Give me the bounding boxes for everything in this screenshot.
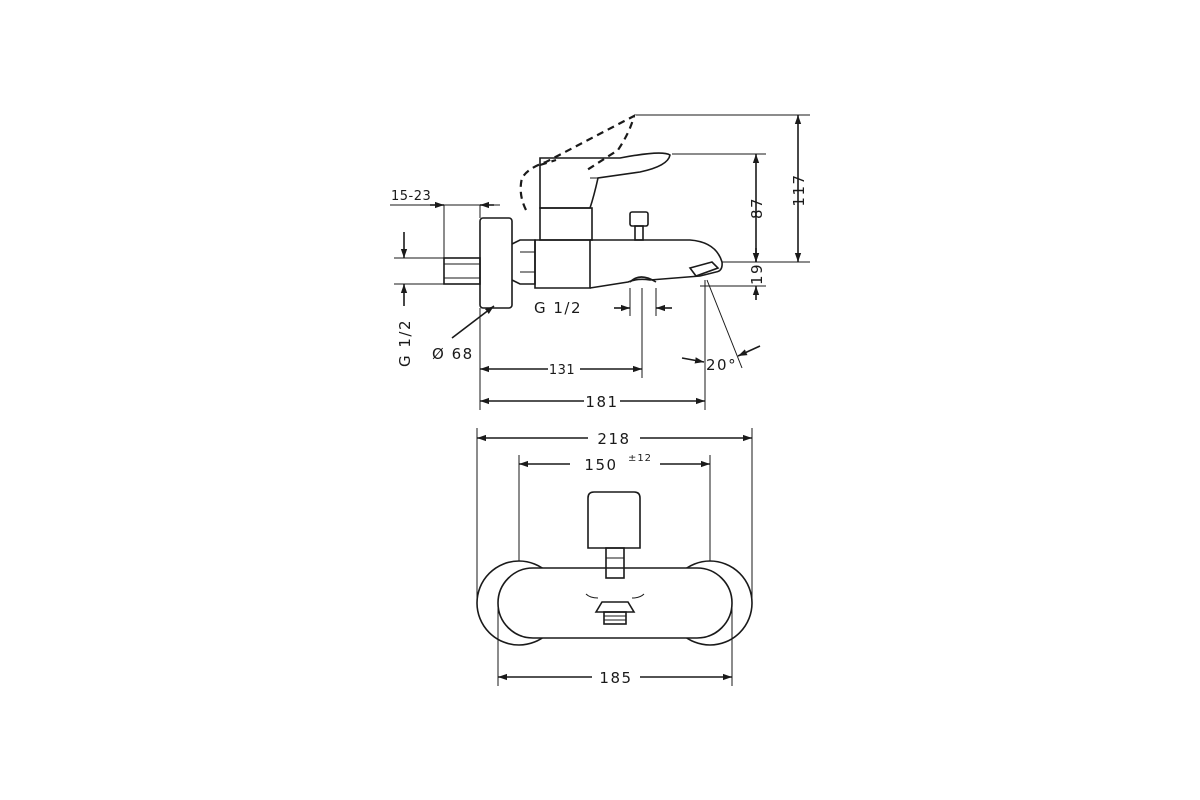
dim-centres: 150 <box>584 456 617 474</box>
dim-wall-offset: 15-23 <box>391 189 431 204</box>
diverter-knob <box>629 211 649 227</box>
dim-height-spout: 19 <box>748 263 766 285</box>
dim-spout-depth: 181 <box>585 393 618 411</box>
wall-rosette <box>479 217 513 309</box>
dim-rosette-diameter: Ø 68 <box>432 345 474 363</box>
lever-handle <box>539 152 671 209</box>
dim-centres-tolerance: ±12 <box>628 453 652 464</box>
connector-nut <box>511 239 536 285</box>
spout-diverter <box>688 261 720 277</box>
spout <box>589 239 723 289</box>
dim-thread-outlet: G 1/2 <box>534 299 582 317</box>
dim-overall-width: 218 <box>597 430 630 448</box>
dim-height-total: 117 <box>790 173 808 206</box>
mixer-body <box>534 239 591 289</box>
cartridge <box>539 207 593 241</box>
dim-spray-angle: 20° <box>706 356 737 374</box>
aerator <box>629 276 657 283</box>
dim-thread-inlet: G 1/2 <box>396 319 414 367</box>
dim-height-lever: 87 <box>748 197 766 219</box>
front-view <box>476 428 753 686</box>
inlet-pipe <box>443 257 481 285</box>
dim-body-width: 185 <box>599 669 632 687</box>
front-lever <box>587 491 641 549</box>
side-view <box>390 113 810 410</box>
lever-open-position <box>519 113 636 211</box>
dim-outlet-depth: 131 <box>549 363 575 378</box>
